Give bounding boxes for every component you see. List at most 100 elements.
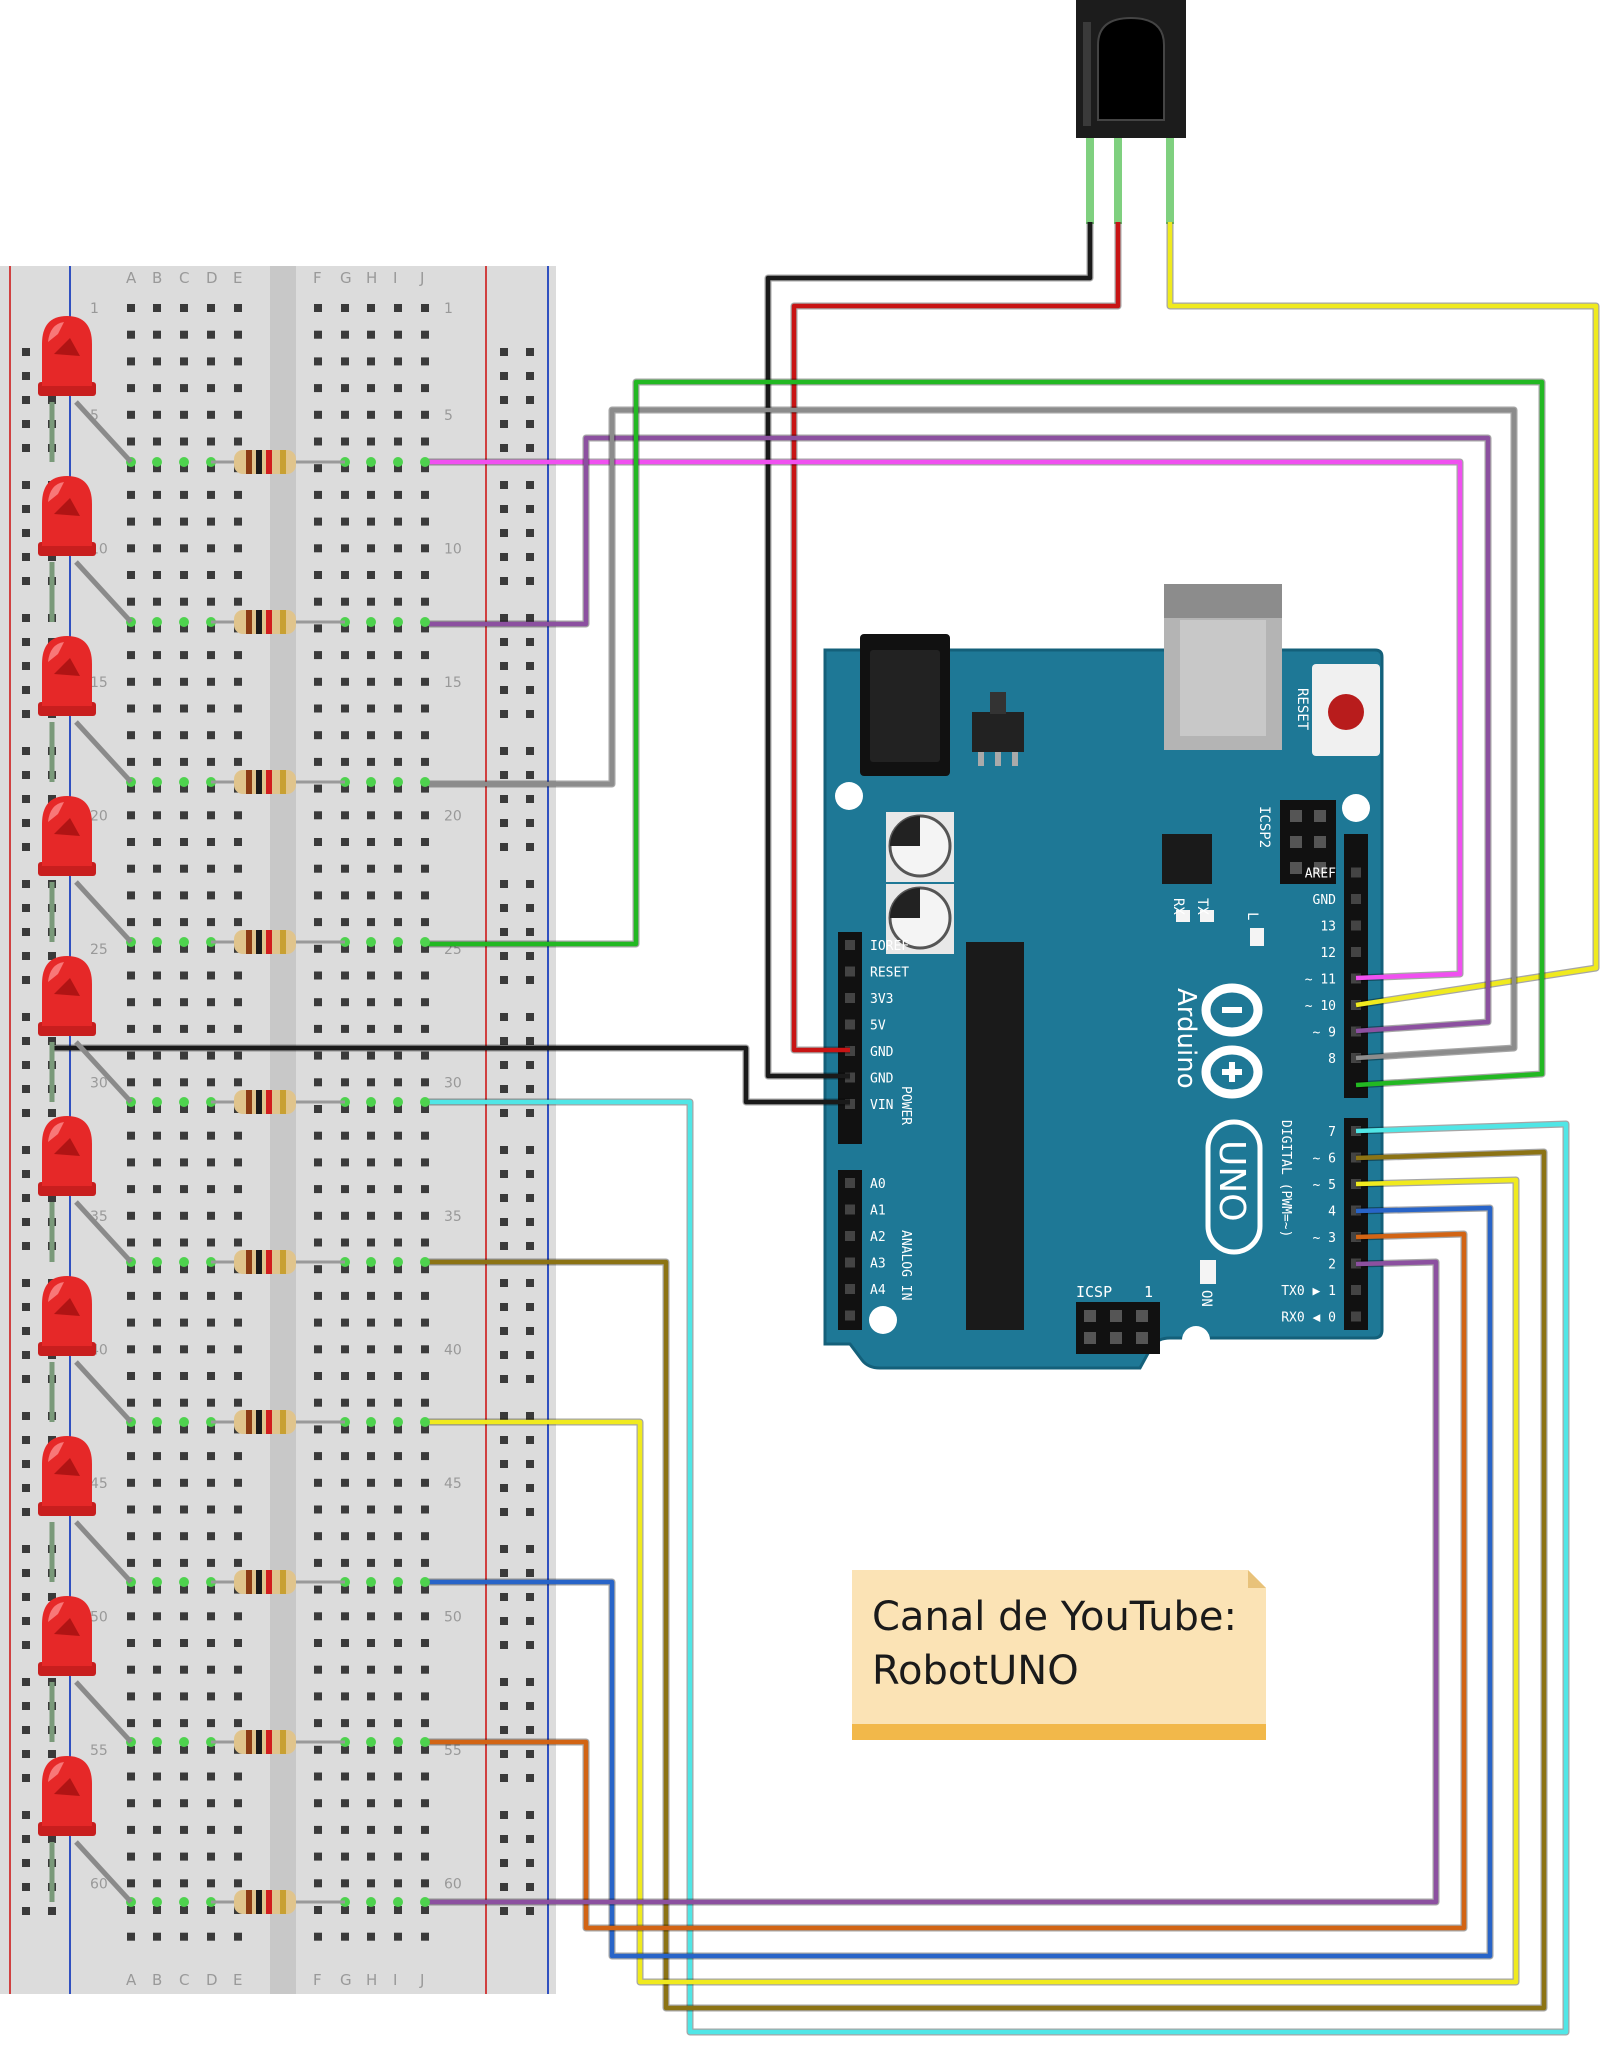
connected-hole <box>179 937 189 947</box>
breadboard-hole <box>394 1745 402 1754</box>
breadboard-hole <box>153 1505 161 1514</box>
breadboard-hole <box>394 1799 402 1808</box>
rail-hole <box>22 1279 30 1287</box>
breadboard-hole <box>394 731 402 740</box>
rail-hole <box>22 420 30 428</box>
breadboard-hole <box>421 1158 429 1167</box>
breadboard-hole <box>234 1692 242 1701</box>
breadboard-hole <box>314 1398 322 1407</box>
breadboard-hole <box>421 1131 429 1140</box>
breadboard-hole <box>394 464 402 473</box>
breadboard-hole <box>180 1585 188 1594</box>
rail-hole <box>500 1726 508 1734</box>
breadboard-hole <box>421 731 429 740</box>
breadboard-hole <box>367 677 375 686</box>
breadboard-hole <box>153 731 161 740</box>
breadboard-hole <box>421 1799 429 1808</box>
breadboard-hole <box>234 1799 242 1808</box>
rail-hole <box>22 1859 30 1867</box>
rail-hole <box>526 1859 534 1867</box>
resistor-band <box>266 1730 272 1754</box>
rail-hole <box>22 1170 30 1178</box>
column-letter-top: C <box>179 269 189 287</box>
breadboard-hole <box>314 1745 322 1754</box>
analog-pin-label: A0 <box>870 1177 886 1192</box>
row-number-right: 35 <box>444 1209 462 1225</box>
rail-hole <box>500 1750 508 1758</box>
breadboard-hole <box>341 891 349 900</box>
on-led-label: ON <box>1198 1290 1214 1307</box>
breadboard-hole <box>207 1051 215 1060</box>
breadboard-hole <box>207 1852 215 1861</box>
breadboard-hole <box>394 998 402 1007</box>
ir-gnd-wire <box>765 222 1093 1079</box>
breadboard-hole <box>153 1211 161 1220</box>
led-highlight <box>48 1762 64 1782</box>
header-pin <box>845 966 855 977</box>
resistor-body <box>234 1250 296 1274</box>
breadboard-hole <box>394 1639 402 1647</box>
breadboard-hole <box>421 1345 429 1354</box>
breadboard-hole <box>127 490 135 499</box>
breadboard-hole <box>341 1291 349 1300</box>
rx-led-label: RX <box>1170 898 1186 915</box>
breadboard-hole <box>367 384 375 393</box>
breadboard-hole <box>207 1398 215 1407</box>
breadboard-hole <box>153 1185 161 1194</box>
rail-hole <box>22 1194 30 1202</box>
breadboard-hole <box>314 1211 322 1220</box>
voltage-regulator-pin <box>1012 752 1018 766</box>
led-inner-anvil <box>54 338 80 356</box>
rail-hole <box>22 747 30 755</box>
breadboard-hole <box>314 1852 322 1861</box>
note-corner <box>1248 1570 1266 1588</box>
breadboard-hole <box>180 1185 188 1194</box>
rail-hole <box>500 686 508 694</box>
breadboard-hole <box>367 1585 375 1594</box>
breadboard-hole <box>314 357 322 366</box>
breadboard-hole <box>207 1158 215 1167</box>
breadboard-hole <box>341 1372 349 1380</box>
breadboard-hole <box>234 1318 242 1327</box>
rail-hole <box>526 1811 534 1819</box>
rail-hole <box>526 880 534 888</box>
breadboard-hole <box>421 944 429 953</box>
row-number-right: 10 <box>444 541 462 557</box>
wires <box>50 222 1600 2036</box>
breadboard-hole <box>314 651 322 660</box>
breadboard-hole <box>153 1265 161 1274</box>
breadboard-hole <box>127 1318 135 1327</box>
resistor-band <box>256 1570 262 1594</box>
breadboard-hole <box>394 971 402 980</box>
column-letter-bottom: F <box>313 1971 322 1989</box>
breadboard-hole <box>314 624 322 633</box>
breadboard-hole <box>367 1932 375 1941</box>
breadboard-hole <box>367 1185 375 1194</box>
connected-hole <box>179 1897 189 1907</box>
breadboard-hole <box>421 1558 429 1567</box>
breadboard-hole <box>341 998 349 1007</box>
breadboard-hole <box>180 517 188 526</box>
breadboard-hole <box>421 571 429 579</box>
breadboard-hole <box>394 1024 402 1033</box>
voltage-regulator <box>972 712 1024 752</box>
rail-hole <box>500 795 508 803</box>
led-leg-anode <box>74 1680 133 1744</box>
breadboard-hole <box>394 1452 402 1461</box>
breadboard-hole <box>394 517 402 526</box>
breadboard-hole <box>127 437 135 446</box>
breadboard-hole <box>341 384 349 393</box>
connected-hole <box>366 777 376 787</box>
breadboard-hole <box>180 1318 188 1327</box>
rail-hole <box>22 444 30 452</box>
column-letter-top: B <box>152 269 162 287</box>
breadboard-hole <box>207 1185 215 1194</box>
resistor-band <box>280 1410 286 1434</box>
connected-hole <box>152 617 162 627</box>
led1-signal-wire <box>428 459 1463 981</box>
header-pin <box>845 1178 855 1188</box>
breadboard-hole <box>234 651 242 660</box>
breadboard-hole <box>394 838 402 846</box>
